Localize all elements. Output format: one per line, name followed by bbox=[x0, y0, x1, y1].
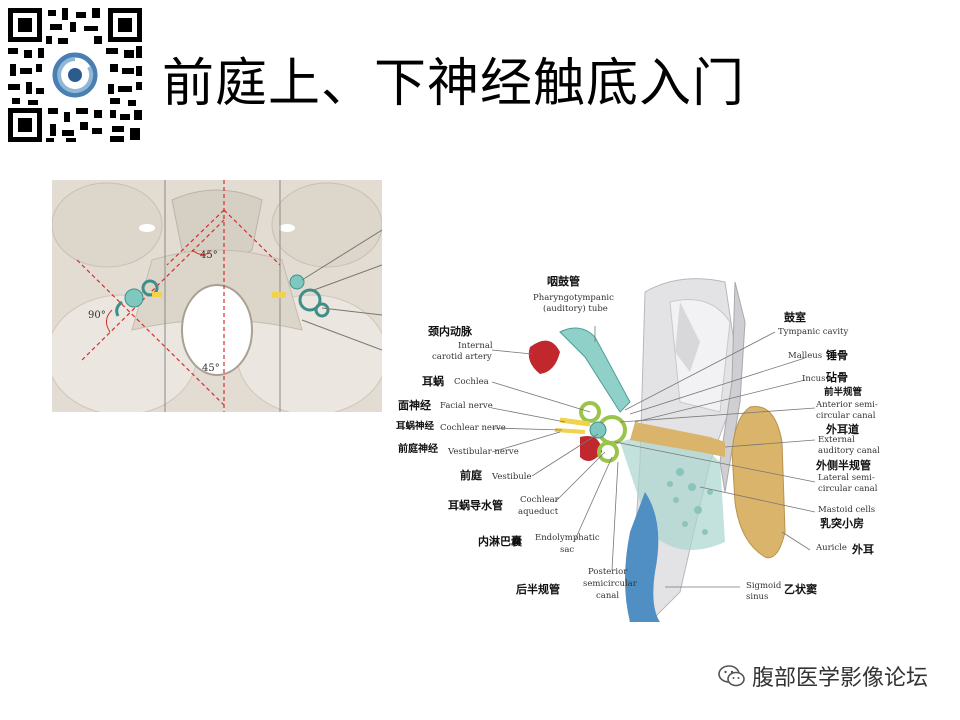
label-post-canal-en-1: Posterior bbox=[588, 568, 627, 578]
page-title: 前庭上、下神经触底入门 bbox=[162, 52, 745, 116]
label-sigmoid-en-2: sinus bbox=[746, 593, 768, 603]
label-post-canal-en-2: semicircular bbox=[583, 580, 637, 590]
label-incus-en: Incus bbox=[802, 375, 825, 385]
label-vestibule-en: Vestibule bbox=[492, 473, 532, 483]
label-ant-canal-en-1: Anterior semi- bbox=[816, 401, 878, 411]
angle-label-bottom: 45° bbox=[202, 363, 220, 374]
label-lat-canal-zh: 外侧半规管 bbox=[816, 460, 871, 473]
label-auricle-zh: 外耳 bbox=[852, 544, 874, 557]
label-endo-en-1: Endolymphatic bbox=[535, 534, 600, 544]
qr-code bbox=[6, 6, 144, 144]
label-post-canal-en-3: canal bbox=[596, 592, 619, 602]
label-ant-canal-en-2: circular canal bbox=[816, 412, 875, 422]
label-tympanic-zh: 鼓室 bbox=[784, 312, 806, 325]
label-mastoid-en: Mastoid cells bbox=[818, 506, 875, 516]
label-lat-canal-en-1: Lateral semi- bbox=[818, 474, 875, 484]
label-vestibule-zh: 前庭 bbox=[460, 470, 482, 483]
label-pharyngotympanic-zh: 咽鼓管 bbox=[547, 276, 580, 289]
label-endo-zh: 内淋巴囊 bbox=[478, 536, 522, 549]
label-vestibular-en: Vestibular nerve bbox=[448, 448, 519, 458]
label-aqueduct-zh: 耳蜗导水管 bbox=[448, 500, 503, 513]
label-auricle-en: Auricle bbox=[816, 544, 847, 554]
skull-base-diagram: 45° 90° 45° bbox=[52, 180, 382, 412]
ear-anatomy-diagram: 咽鼓管 Pharyngotympanic (auditory) tube 鼓室 … bbox=[380, 262, 960, 622]
label-endo-en-2: sac bbox=[560, 546, 574, 556]
label-cochlea-zh: 耳蜗 bbox=[422, 376, 444, 389]
skull-base-illustration bbox=[52, 180, 382, 412]
label-facial-zh: 面神经 bbox=[398, 400, 431, 413]
label-ext-canal-en-2: auditory canal bbox=[818, 447, 880, 457]
label-carotid-zh: 颈内动脉 bbox=[428, 326, 472, 339]
label-facial-en: Facial nerve bbox=[440, 402, 493, 412]
label-carotid-en-1: Internal bbox=[458, 342, 493, 352]
label-carotid-en-2: carotid artery bbox=[432, 353, 492, 363]
label-pharyngotympanic-en-1: Pharyngotympanic bbox=[533, 294, 614, 304]
label-ext-canal-en-1: External bbox=[818, 436, 855, 446]
label-sigmoid-zh: 乙状窦 bbox=[784, 584, 817, 597]
label-aqueduct-en-1: Cochlear bbox=[520, 496, 559, 506]
label-ant-canal-zh: 前半规管 bbox=[824, 388, 862, 399]
angle-label-left: 90° bbox=[88, 310, 106, 321]
label-vestibular-zh: 前庭神经 bbox=[398, 444, 438, 456]
footer-watermark: 腹部医学影像论坛 bbox=[718, 660, 928, 692]
label-incus-zh: 砧骨 bbox=[826, 372, 848, 385]
label-cochlear-nerve-zh: 耳蜗神经 bbox=[396, 422, 434, 433]
label-sigmoid-en-1: Sigmoid bbox=[746, 582, 781, 592]
angle-label-top: 45° bbox=[200, 250, 218, 261]
wechat-icon bbox=[718, 664, 746, 688]
ear-anatomy-illustration bbox=[380, 262, 960, 622]
label-cochlear-nerve-en: Cochlear nerve bbox=[440, 424, 506, 434]
label-malleus-en: Malleus bbox=[788, 352, 822, 362]
label-lat-canal-en-2: circular canal bbox=[818, 485, 877, 495]
label-post-canal-zh: 后半规管 bbox=[516, 584, 560, 597]
label-malleus-zh: 锤骨 bbox=[826, 350, 848, 363]
label-aqueduct-en-2: aqueduct bbox=[518, 508, 558, 518]
label-pharyngotympanic-en-2: (auditory) tube bbox=[543, 305, 608, 315]
footer-text: 腹部医学影像论坛 bbox=[752, 660, 928, 692]
label-cochlea-en: Cochlea bbox=[454, 378, 489, 388]
label-mastoid-zh: 乳突小房 bbox=[820, 518, 864, 531]
label-tympanic-en: Tympanic cavity bbox=[778, 328, 848, 338]
